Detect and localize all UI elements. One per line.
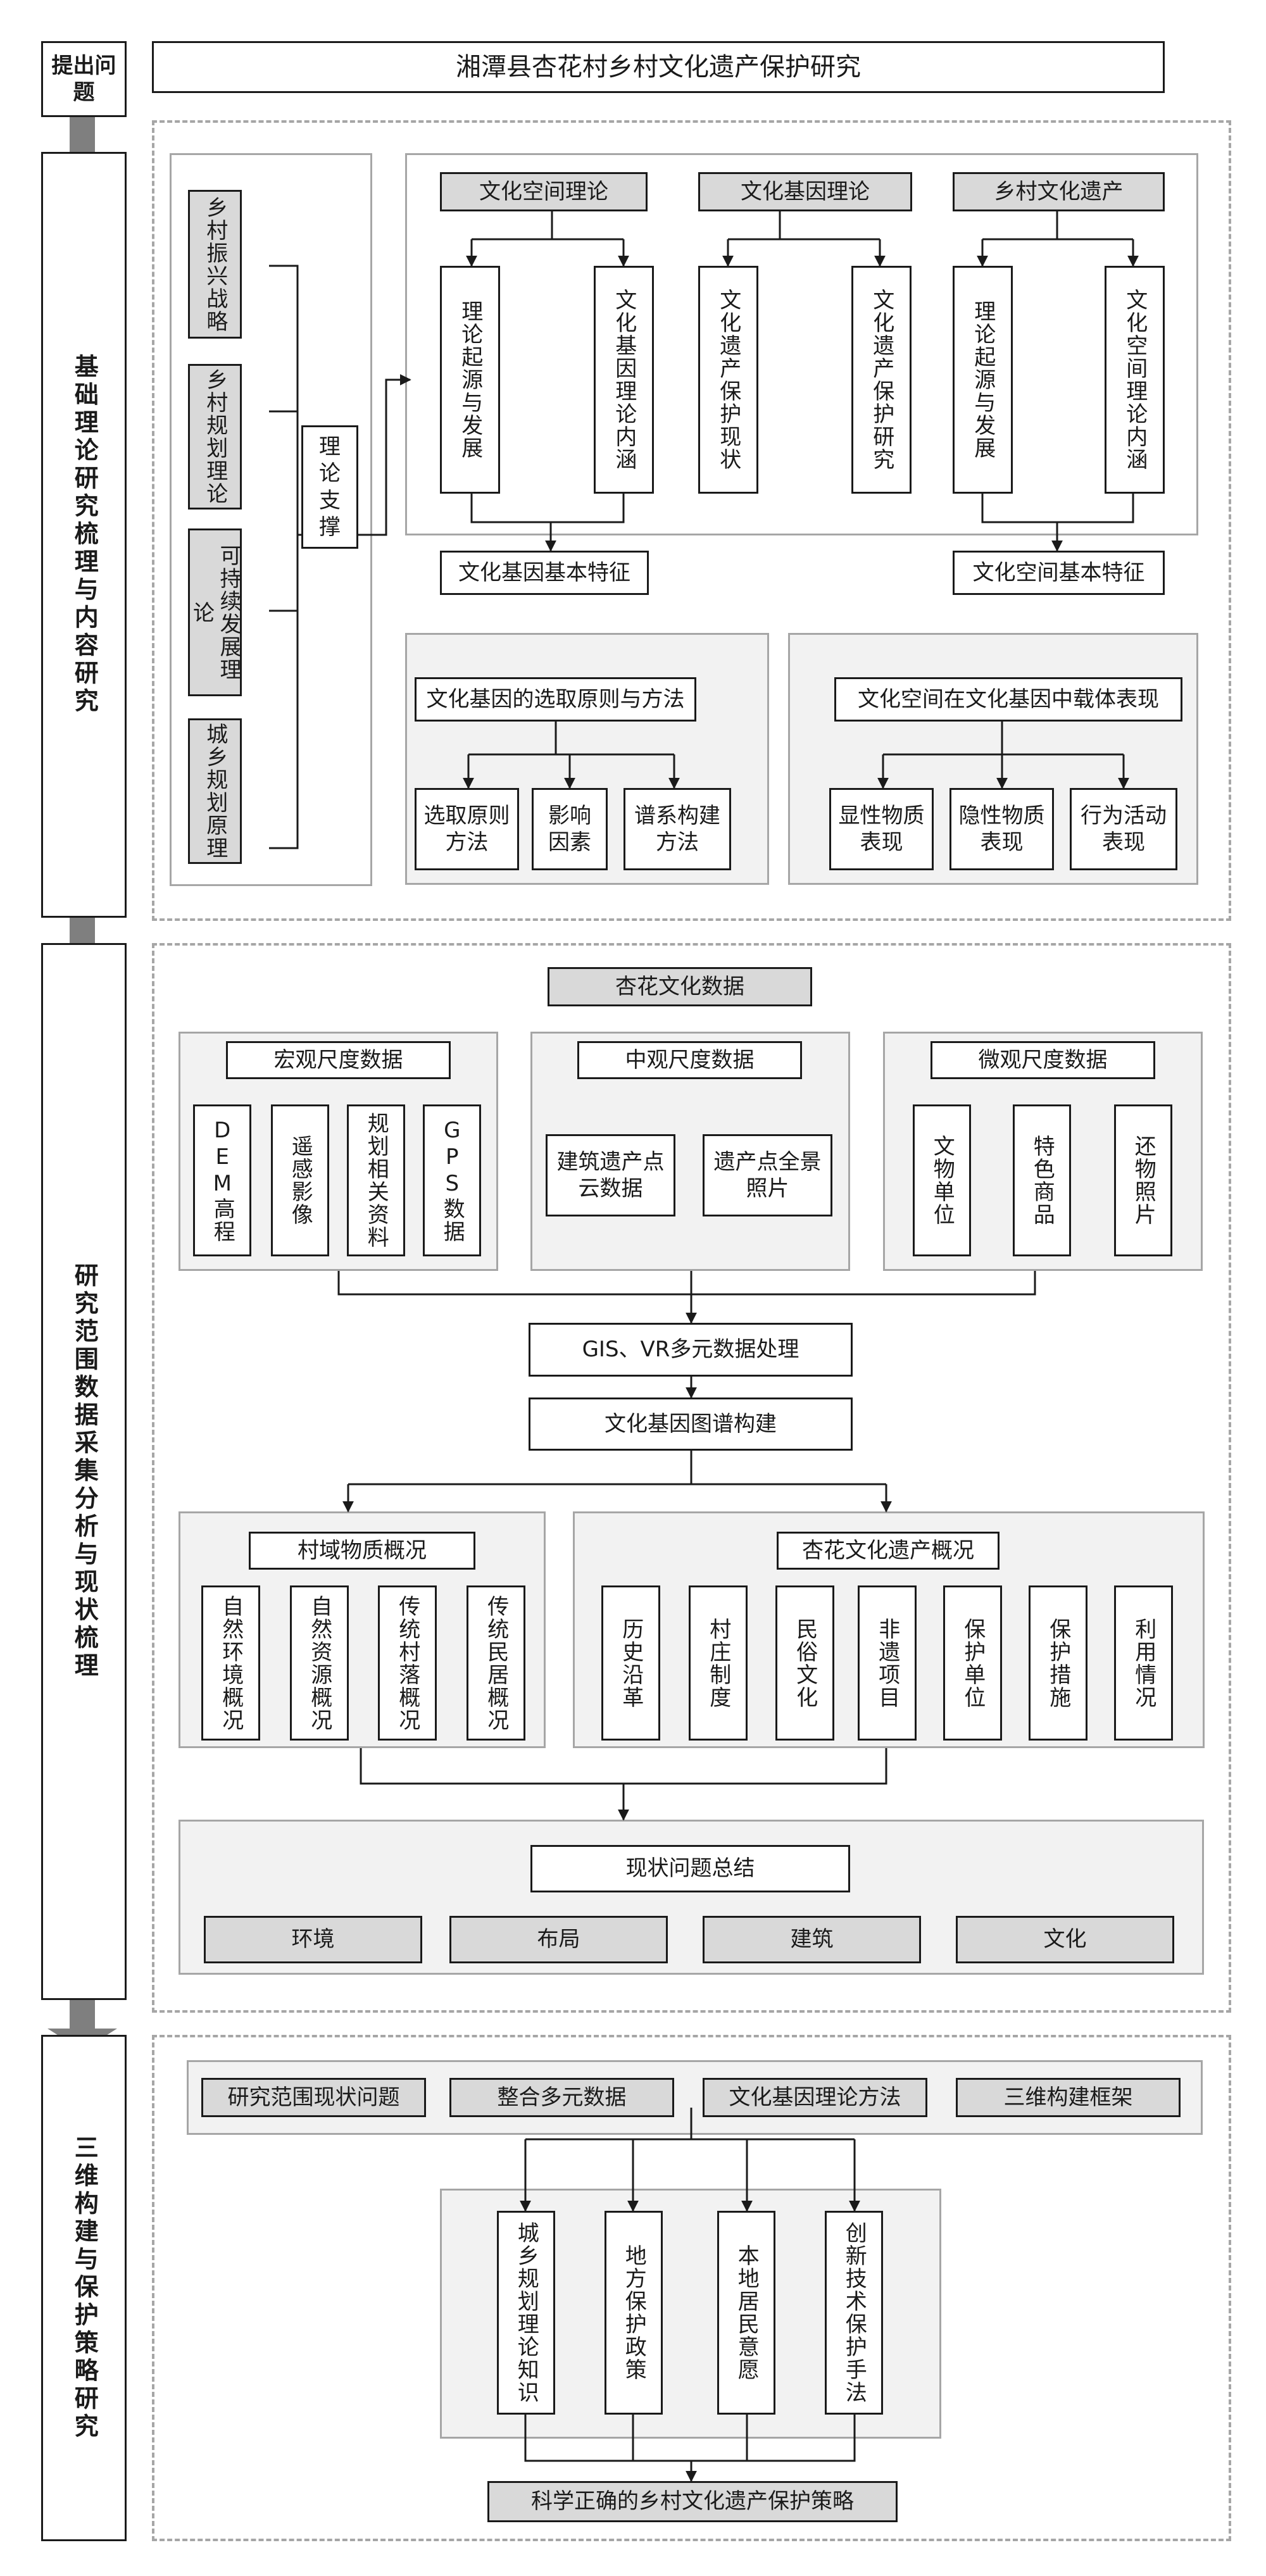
sidebar-theory-research: 基础理论研究梳理与内容研究 [41, 152, 127, 918]
summary-culture: 文化 [956, 1916, 1174, 1963]
input-gene-method: 文化基因理论方法 [703, 2078, 927, 2117]
micro-goods: 特色商品 [1013, 1104, 1071, 1256]
theory-urban-planning: 城乡规划原理 [188, 718, 242, 864]
carrier-explicit: 显性物质表现 [829, 788, 934, 870]
sub-space-connotation: 文化空间理论内涵 [1105, 266, 1165, 494]
heritage-ich: 非遗项目 [858, 1585, 917, 1741]
gis-processing: GIS、VR多元数据处理 [529, 1323, 853, 1377]
village-environment: 自然环境概况 [201, 1585, 260, 1741]
method-factors: 影响因素 [532, 788, 608, 870]
heritage-title: 杏花文化遗产概况 [777, 1532, 1000, 1570]
theory-support: 理论支撑 [301, 425, 358, 549]
micro-photos: 还物照片 [1114, 1104, 1172, 1256]
sidebar-propose-problem: 提出问题 [41, 41, 127, 117]
macro-planning: 规划相关资料 [347, 1104, 405, 1256]
feature-gene: 文化基因基本特征 [440, 551, 649, 595]
section-data [152, 943, 1231, 2013]
head-rural-heritage: 乡村文化遗产 [953, 172, 1165, 211]
heritage-usage: 利用情况 [1114, 1585, 1173, 1741]
factor-innovation: 创新技术保护手法 [825, 2211, 883, 2415]
village-title: 村域物质概况 [249, 1532, 475, 1570]
input-integrate-data: 整合多元数据 [449, 2078, 674, 2117]
heritage-measures: 保护措施 [1029, 1585, 1087, 1741]
sidebar-strategy-research: 三维构建与保护策略研究 [41, 2035, 127, 2541]
page-title: 湘潭县杏花村乡村文化遗产保护研究 [152, 41, 1165, 93]
summary-layout: 布局 [449, 1916, 668, 1963]
sub-origin-1: 理论起源与发展 [440, 266, 500, 494]
theory-rural-revitalization: 乡村振兴战略 [188, 190, 242, 339]
section-theory [152, 120, 1231, 921]
summary-environment: 环境 [204, 1916, 422, 1963]
village-traditional: 传统村落概况 [378, 1585, 437, 1741]
sub-protection-status: 文化遗产保护现状 [698, 266, 758, 494]
sub-origin-2: 理论起源与发展 [953, 266, 1013, 494]
sub-gene-connotation: 文化基因理论内涵 [594, 266, 654, 494]
head-cultural-gene: 文化基因理论 [698, 172, 912, 211]
village-resources: 自然资源概况 [290, 1585, 349, 1741]
heritage-history: 历史沿革 [601, 1585, 660, 1741]
macro-title: 宏观尺度数据 [226, 1041, 451, 1079]
feature-space: 文化空间基本特征 [953, 551, 1165, 595]
meso-title: 中观尺度数据 [577, 1041, 802, 1079]
heritage-folk: 民俗文化 [775, 1585, 834, 1741]
heritage-units: 保护单位 [943, 1585, 1002, 1741]
macro-remote: 遥感影像 [271, 1104, 329, 1256]
summary-title: 现状问题总结 [530, 1845, 850, 1892]
carrier-behavior: 行为活动表现 [1070, 788, 1177, 870]
theory-sustainable: 可持续发展理论 [188, 528, 242, 696]
village-dwellings: 传统民居概况 [467, 1585, 525, 1741]
heritage-system: 村庄制度 [689, 1585, 748, 1741]
macro-gps: GPS数据 [423, 1104, 481, 1256]
factor-local-policy: 地方保护政策 [605, 2211, 663, 2415]
meso-panorama: 遗产点全景照片 [703, 1134, 832, 1216]
micro-relics: 文物单位 [913, 1104, 971, 1256]
theory-rural-planning: 乡村规划理论 [188, 364, 242, 510]
gene-map-building: 文化基因图谱构建 [529, 1397, 853, 1451]
carrier-title: 文化空间在文化基因中载体表现 [834, 677, 1182, 722]
sub-protection-research: 文化遗产保护研究 [851, 266, 912, 494]
method-genealogy: 谱系构建方法 [624, 788, 731, 870]
summary-building: 建筑 [703, 1916, 921, 1963]
input-3d-framework: 三维构建框架 [956, 2078, 1181, 2117]
macro-dem: DEM高程 [193, 1104, 251, 1256]
meso-pointcloud: 建筑遗产点云数据 [546, 1134, 675, 1216]
data-title: 杏花文化数据 [548, 967, 812, 1006]
method-principle: 选取原则方法 [415, 788, 519, 870]
carrier-implicit: 隐性物质表现 [950, 788, 1054, 870]
sidebar-data-analysis: 研究范围数据采集分析与现状梳理 [41, 943, 127, 2000]
input-current-issues: 研究范围现状问题 [201, 2078, 426, 2117]
method-title: 文化基因的选取原则与方法 [415, 677, 696, 722]
micro-title: 微观尺度数据 [931, 1041, 1155, 1079]
head-cultural-space: 文化空间理论 [440, 172, 648, 211]
section-strategy [152, 2035, 1231, 2541]
factor-resident-will: 本地居民意愿 [717, 2211, 775, 2415]
result-strategy: 科学正确的乡村文化遗产保护策略 [487, 2481, 898, 2522]
factor-planning-knowledge: 城乡规划理论知识 [497, 2211, 555, 2415]
